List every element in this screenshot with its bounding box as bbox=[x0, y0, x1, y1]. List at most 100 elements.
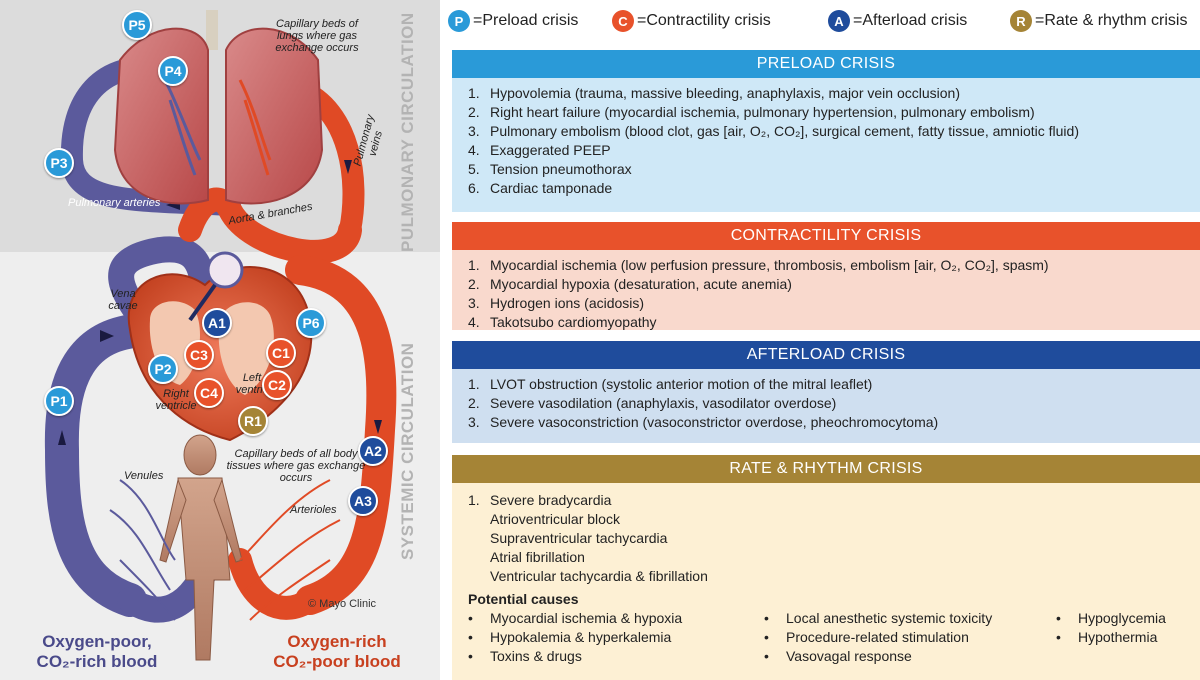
list-item: 2. Myocardial hypoxia (desaturation, acut… bbox=[468, 275, 1200, 294]
legend-afterload-badge: A bbox=[828, 10, 850, 32]
oxygen-poor-line1: Oxygen-poor, bbox=[42, 632, 152, 651]
circulation-artwork bbox=[44, 10, 397, 661]
bullet: • bbox=[764, 629, 769, 645]
circulation-illustration: PULMONARY CIRCULATION SYSTEMIC CIRCULATI… bbox=[0, 0, 440, 680]
item-text: Exaggerated PEEP bbox=[490, 142, 611, 158]
bullet: • bbox=[468, 610, 473, 626]
body-figure bbox=[159, 434, 243, 661]
list-item: •Procedure-related stimulation bbox=[764, 628, 992, 647]
body-capillaries bbox=[109, 479, 341, 621]
list-item: 1. LVOT obstruction (systolic anterior mo… bbox=[468, 375, 1200, 394]
item-text: Local anesthetic systemic toxicity bbox=[786, 610, 993, 626]
item-number: 3. bbox=[468, 123, 480, 139]
item-text: Myocardial hypoxia (desaturation, acute … bbox=[490, 276, 792, 292]
sub-list-item: Ventricular tachycardia & fibrillation bbox=[490, 568, 708, 584]
list-item: 3. Pulmonary embolism (blood clot, gas [a… bbox=[468, 122, 1200, 141]
arterioles-label: Arterioles bbox=[290, 504, 337, 516]
badge-c1: C1 bbox=[266, 338, 296, 368]
item-number: 2. bbox=[468, 276, 480, 292]
legend-preload-label: =Preload crisis bbox=[473, 12, 579, 29]
item-number: 6. bbox=[468, 180, 480, 196]
item-number: 2. bbox=[468, 104, 480, 120]
legend-item-afterload: A =Afterload crisis bbox=[828, 10, 967, 32]
item-number: 1. bbox=[468, 376, 480, 392]
list-item: 4.Takotsubo cardiomyopathy bbox=[468, 313, 1200, 332]
sub-list-item: Supraventricular tachycardia bbox=[490, 530, 668, 546]
bullet: • bbox=[764, 610, 769, 626]
legend-preload-badge: P bbox=[448, 10, 470, 32]
item-text: Myocardial ischemia (low perfusion press… bbox=[490, 257, 1049, 273]
bullet: • bbox=[764, 648, 769, 664]
list-item: 2. Severe vasodilation (anaphylaxis, vaso… bbox=[468, 394, 1200, 413]
oxygen-rich-label: Oxygen-rich CO₂-poor blood bbox=[262, 632, 412, 672]
item-text: Vasovagal response bbox=[786, 648, 912, 664]
item-text: Hypothermia bbox=[1078, 629, 1158, 645]
list-item: • Hypokalemia & hyperkalemia bbox=[468, 628, 682, 647]
legend-afterload-label: =Afterload crisis bbox=[853, 12, 968, 29]
item-number: 3. bbox=[468, 295, 480, 311]
rate-rhythm-list: 1.Severe bradycardia Atrioventricular bl… bbox=[468, 491, 1200, 586]
contractility-list: 1. Myocardial ischemia (low perfusion pre… bbox=[468, 256, 1200, 332]
item-number: 2. bbox=[468, 395, 480, 411]
item-text: Pulmonary embolism (blood clot, gas [air… bbox=[490, 123, 1079, 139]
oxygen-poor-label: Oxygen-poor, CO₂-rich blood bbox=[22, 632, 172, 672]
item-text: Severe vasodilation (anaphylaxis, vasodi… bbox=[490, 395, 837, 411]
badge-p1: P1 bbox=[44, 386, 74, 416]
bullet: • bbox=[468, 629, 473, 645]
right-ventricle-label: Right ventricle bbox=[155, 388, 197, 412]
legend-rate-label: =Rate & rhythm crisis bbox=[1035, 12, 1188, 29]
systemic-circulation-label: SYSTEMIC CIRCULATION bbox=[398, 342, 417, 560]
bullet: • bbox=[1056, 629, 1061, 645]
legend-item-rate: R =Rate & rhythm crisis bbox=[1010, 10, 1187, 32]
causes-column-3: •Hypoglycemia •Hypothermia bbox=[1056, 609, 1166, 647]
list-item: • Hypothermia bbox=[1056, 628, 1166, 647]
pulmonary-circulation-label: PULMONARY CIRCULATION bbox=[398, 12, 417, 252]
item-text: Hypokalemia & hyperkalemia bbox=[490, 629, 672, 645]
badge-p2: P2 bbox=[148, 354, 178, 384]
list-item: 2. Right heart failure (myocardial ischem… bbox=[468, 103, 1200, 122]
item-number: 4. bbox=[468, 314, 480, 330]
list-item: 1. Myocardial ischemia (low perfusion pre… bbox=[468, 256, 1200, 275]
preload-list: 1.Hypovolemia (trauma, massive bleeding,… bbox=[468, 84, 1200, 198]
potential-causes-heading: Potential causes bbox=[468, 591, 579, 607]
badge-a3: A3 bbox=[348, 486, 378, 516]
left-ventricle-label: Left ventric bbox=[235, 372, 269, 396]
list-item: 1.Hypovolemia (trauma, massive bleeding,… bbox=[468, 84, 1200, 103]
badge-p4: P4 bbox=[158, 56, 188, 86]
afterload-list: 1. LVOT obstruction (systolic anterior mo… bbox=[468, 375, 1200, 432]
legend-item-contractility: C =Contractility crisis bbox=[612, 10, 771, 32]
contractility-crisis-title: CONTRACTILITY CRISIS bbox=[452, 222, 1200, 250]
list-item: • Vasovagal response bbox=[764, 647, 992, 666]
item-text: Hydrogen ions (acidosis) bbox=[490, 295, 645, 311]
legend-item-preload: P =Preload crisis bbox=[448, 10, 578, 32]
afterload-crisis-title: AFTERLOAD CRISIS bbox=[452, 341, 1200, 369]
item-number: 1. bbox=[468, 257, 480, 273]
heart-drawing bbox=[127, 251, 313, 442]
item-text: LVOT obstruction (systolic anterior moti… bbox=[490, 376, 873, 392]
causes-column-1: • Myocardial ischemia & hypoxia • Hypokale… bbox=[468, 609, 682, 666]
list-item: • Local anesthetic systemic toxicity bbox=[764, 609, 992, 628]
preload-crisis-panel: PRELOAD CRISIS 1.Hypovolemia (trauma, ma… bbox=[452, 50, 1200, 212]
badge-p3: P3 bbox=[44, 148, 74, 178]
preload-crisis-title: PRELOAD CRISIS bbox=[452, 50, 1200, 78]
item-text: Myocardial ischemia & hypoxia bbox=[490, 610, 683, 626]
oxygen-poor-line2: CO₂-rich blood bbox=[36, 652, 158, 671]
afterload-crisis-body: 1. LVOT obstruction (systolic anterior mo… bbox=[452, 369, 1200, 443]
badge-a2: A2 bbox=[358, 436, 388, 466]
badge-c2: C2 bbox=[262, 370, 292, 400]
causes-column-2: • Local anesthetic systemic toxicity •Pro… bbox=[764, 609, 992, 666]
badge-c3: C3 bbox=[184, 340, 214, 370]
legend-contractility-badge: C bbox=[612, 10, 634, 32]
item-text: Severe vasoconstriction (vasoconstrictor… bbox=[490, 414, 939, 430]
bullet: • bbox=[1056, 610, 1061, 626]
list-item: 1. Severe bradycardia bbox=[468, 491, 1200, 510]
item-number: 1. bbox=[468, 492, 480, 508]
item-text: Severe bradycardia bbox=[490, 492, 612, 508]
item-number: 3. bbox=[468, 414, 480, 430]
contractility-crisis-body: 1. Myocardial ischemia (low perfusion pre… bbox=[452, 250, 1200, 330]
badge-p6: P6 bbox=[296, 308, 326, 338]
list-item: 5.Tension pneumothorax bbox=[468, 160, 1200, 179]
item-text: Right heart failure (myocardial ischemia… bbox=[490, 104, 1035, 120]
badge-a1: A1 bbox=[202, 308, 232, 338]
oxygen-rich-line2: CO₂-poor blood bbox=[273, 652, 401, 671]
